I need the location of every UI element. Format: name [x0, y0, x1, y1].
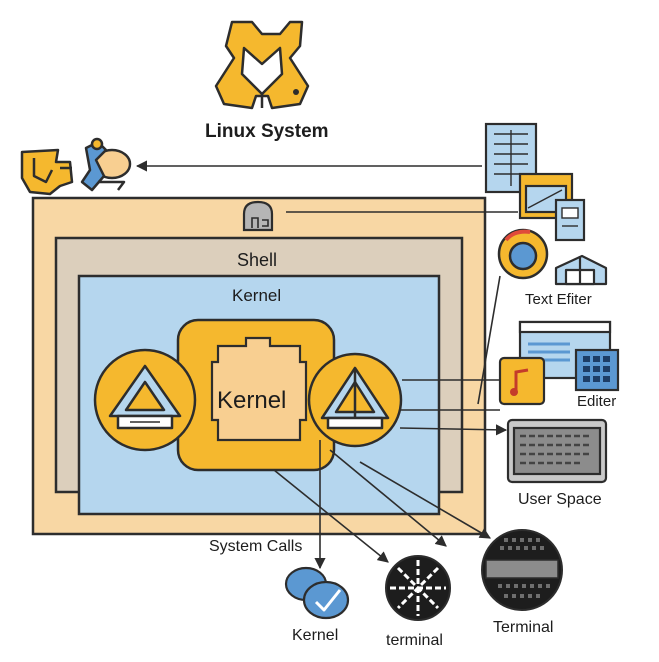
terminal-upper-label: Terminal	[493, 619, 554, 636]
shell-label: Shell	[237, 250, 278, 270]
terminal-keyboard-icon	[506, 418, 608, 484]
terminal-disc-icon-lower	[385, 555, 451, 621]
arrow-module-to-userspace	[399, 424, 508, 436]
kernel-core-label: Kernel	[217, 387, 287, 414]
cloud-check-icon	[284, 566, 350, 620]
document-icon	[554, 198, 586, 242]
terminal-lower-label: terminal	[386, 632, 443, 649]
linux-logo-icon	[214, 20, 310, 110]
connector-module-to-browser	[477, 275, 501, 405]
package-icon	[554, 254, 608, 286]
diagram-title: Linux System	[205, 121, 329, 142]
window-app-icon	[518, 172, 574, 220]
arrow-kernel-to-terminal-lower	[273, 469, 389, 563]
system-calls-label: System Calls	[209, 538, 303, 555]
kernel-core-block	[210, 336, 308, 442]
shell-lock-icon	[242, 200, 274, 232]
grid-app-icon	[574, 348, 620, 392]
user-space-label: User Space	[518, 491, 602, 508]
arrow-kernel-to-terminal-upper	[359, 461, 491, 539]
music-app-icon	[498, 356, 546, 406]
kernel-module-icon-right	[307, 352, 403, 448]
chat-people-icon	[80, 137, 132, 192]
terminal-disc-icon-upper	[481, 529, 563, 611]
app-puzzle-icon	[20, 148, 74, 196]
arrow-kernel-to-terminal-mid	[329, 449, 447, 547]
browser-icon	[497, 228, 549, 280]
kernel-module-icon-left	[93, 348, 197, 452]
editer-label: Editer	[577, 393, 617, 410]
kernel-layer-label: Kernel	[232, 286, 282, 305]
text-editor-label: Text Efiter	[525, 291, 592, 308]
kernel-bottom-label: Kernel	[292, 627, 339, 644]
